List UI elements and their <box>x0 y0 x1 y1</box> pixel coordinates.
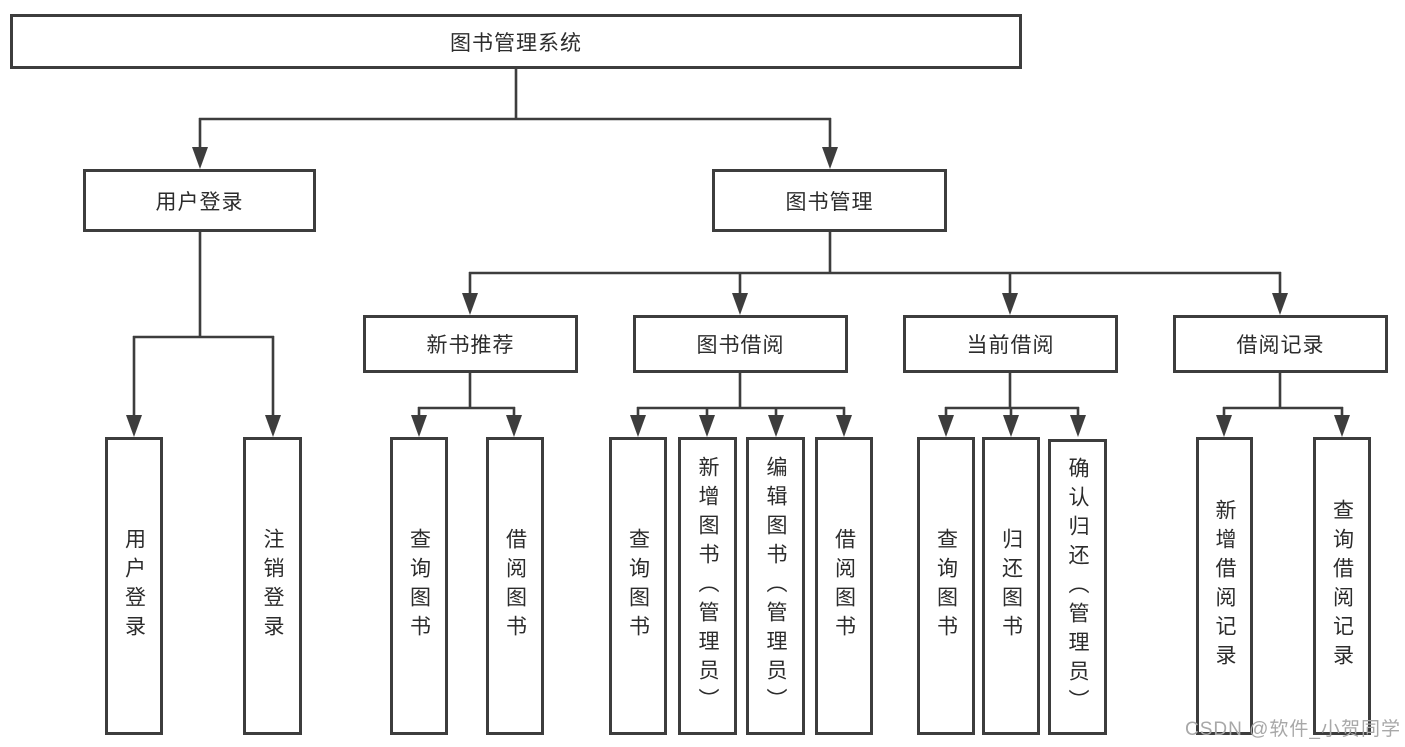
arrowhead-icon <box>265 415 281 437</box>
arrowhead-icon <box>1002 293 1018 315</box>
node-book-borrow: 图书借阅 <box>633 315 848 373</box>
arrowhead-icon <box>836 415 852 437</box>
node-current-borrow: 当前借阅 <box>903 315 1118 373</box>
leaf-logout: 注销登录 <box>243 437 302 735</box>
leaf-label: 查询借阅记录 <box>1330 499 1354 673</box>
leaf-user-login: 用户登录 <box>105 437 163 735</box>
connector-newbook-to-leaves <box>417 372 516 417</box>
node-book-management: 图书管理 <box>712 169 947 232</box>
arrowhead-icon <box>732 293 748 315</box>
connector-currentborrow-to-leaves <box>944 372 1080 417</box>
leaf-label: 用户登录 <box>122 528 146 644</box>
arrowhead-icon <box>462 293 478 315</box>
arrowhead-icon <box>1272 293 1288 315</box>
arrowhead-icon <box>192 147 208 169</box>
node-label: 图书借阅 <box>696 334 785 357</box>
leaf-br-query-record: 查询借阅记录 <box>1313 437 1371 735</box>
arrowhead-icon <box>1216 415 1232 437</box>
leaf-cb-confirm-return-admin: 确认归还（管理员） <box>1048 439 1107 735</box>
leaf-label: 注销登录 <box>261 528 284 644</box>
node-borrow-records: 借阅记录 <box>1173 315 1388 373</box>
leaf-label: 借阅图书 <box>503 528 527 644</box>
leaf-label: 借阅图书 <box>832 528 856 644</box>
arrowhead-icon <box>822 147 838 169</box>
leaf-cb-return-book: 归还图书 <box>982 437 1040 735</box>
arrowhead-icon <box>938 415 954 437</box>
leaf-label: 查询图书 <box>626 528 650 644</box>
arrowhead-icon <box>630 415 646 437</box>
arrowhead-icon <box>699 415 715 437</box>
node-user-login: 用户登录 <box>83 169 316 232</box>
connector-bookmgmt-to-groups <box>468 231 1282 295</box>
connector-bookborrow-to-leaves <box>636 372 846 417</box>
connector-root-to-level2 <box>198 68 832 149</box>
connector-userlogin-to-leaves <box>132 231 275 417</box>
diagram-root-node: 图书管理系统 <box>10 14 1022 69</box>
node-new-book-recommend: 新书推荐 <box>363 315 578 373</box>
leaf-label: 新增借阅记录 <box>1213 499 1236 673</box>
leaf-nb-borrow-book: 借阅图书 <box>486 437 544 735</box>
node-label: 新书推荐 <box>426 334 515 357</box>
leaf-label: 确认归还（管理员） <box>1066 456 1089 718</box>
node-label: 用户登录 <box>155 190 244 214</box>
node-label: 图书管理 <box>785 190 874 214</box>
leaf-bb-query-book: 查询图书 <box>609 437 667 735</box>
arrowhead-icon <box>126 415 142 437</box>
leaf-label: 新增图书（管理员） <box>696 455 719 717</box>
leaf-cb-query-book: 查询图书 <box>917 437 975 735</box>
node-label: 当前借阅 <box>966 334 1055 357</box>
leaf-label: 编辑图书（管理员） <box>764 455 787 717</box>
connector-records-to-leaves <box>1222 372 1344 417</box>
leaf-bb-edit-book-admin: 编辑图书（管理员） <box>746 437 805 735</box>
root-node-label: 图书管理系统 <box>450 31 582 55</box>
arrowhead-icon <box>1334 415 1350 437</box>
leaf-label: 查询图书 <box>934 528 958 644</box>
leaf-bb-add-book-admin: 新增图书（管理员） <box>678 437 737 735</box>
arrowhead-icon <box>411 415 427 437</box>
arrowhead-icon <box>768 415 784 437</box>
leaf-br-add-record: 新增借阅记录 <box>1196 437 1253 735</box>
leaf-nb-query-book: 查询图书 <box>390 437 448 735</box>
arrowhead-icon <box>1070 415 1086 437</box>
leaf-bb-borrow-book: 借阅图书 <box>815 437 873 735</box>
arrowhead-icon <box>1003 415 1019 437</box>
watermark: CSDN @软件_小贺同学 <box>1185 719 1401 740</box>
arrowhead-icon <box>506 415 522 437</box>
node-label: 借阅记录 <box>1236 334 1325 357</box>
leaf-label: 查询图书 <box>407 528 431 644</box>
leaf-label: 归还图书 <box>999 528 1023 644</box>
